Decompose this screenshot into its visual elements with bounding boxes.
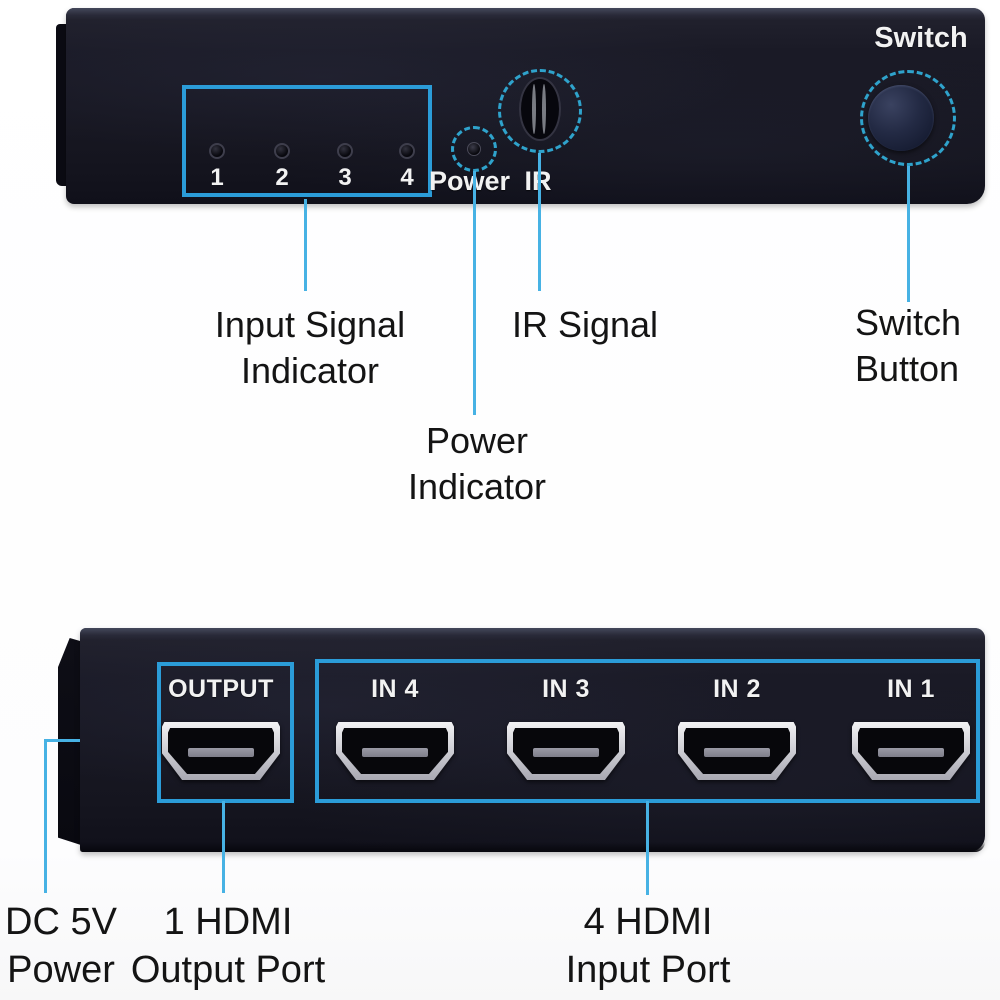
hdmi-port-in2 [678, 722, 796, 780]
hdmi-slot [704, 748, 770, 758]
power-led-dashed-ring [451, 126, 497, 172]
hdmi-port-in4 [336, 722, 454, 780]
in2-port-caption: IN 2 [713, 675, 761, 703]
label-input-ports: 4 HDMI Input Port [543, 898, 753, 994]
input-led-2 [274, 143, 290, 159]
output-port-highlight-box [157, 662, 294, 803]
label-line: Output Port [130, 949, 326, 991]
in1-port-caption: IN 1 [887, 675, 935, 703]
hdmi-slot [533, 748, 599, 758]
led-number-1: 1 [210, 164, 224, 191]
switch-panel-label: Switch [874, 22, 968, 54]
callout-line-power-indicator [473, 171, 476, 415]
label-line: Button [855, 348, 960, 389]
rear-panel-bottom-edge [80, 842, 985, 852]
in4-port-caption: IN 4 [371, 675, 419, 703]
in3-port-caption: IN 3 [542, 675, 590, 703]
input-led-4 [399, 143, 415, 159]
hdmi-bezel [852, 722, 970, 780]
input-led-3 [337, 143, 353, 159]
power-panel-label: Power [429, 166, 511, 196]
rear-panel-side-face [58, 638, 84, 846]
switch-button [868, 85, 934, 151]
ir-dashed-ring [498, 69, 582, 153]
callout-line-dc-power-horizontal [45, 739, 80, 742]
label-power-indicator: Power Indicator [377, 418, 577, 510]
label-switch-button: Switch Button [855, 300, 1000, 392]
label-line: Input Signal [214, 304, 406, 345]
label-line: Power [425, 420, 529, 461]
led-number-4: 4 [400, 164, 414, 191]
hdmi-cavity [858, 728, 964, 774]
label-input-signal-indicator: Input Signal Indicator [160, 302, 460, 394]
input-leds-highlight-box [182, 85, 432, 197]
label-line: Power [7, 949, 115, 991]
hdmi-cavity [342, 728, 448, 774]
hdmi-bezel [678, 722, 796, 780]
hdmi-bezel [507, 722, 625, 780]
label-dc-power: DC 5V Power [0, 898, 122, 994]
hdmi-cavity [513, 728, 619, 774]
label-line: 1 HDMI [163, 901, 293, 943]
callout-line-input-ports [646, 801, 649, 895]
hdmi-slot [878, 748, 944, 758]
output-port-caption: OUTPUT [168, 675, 274, 703]
hdmi-port-output [162, 722, 280, 780]
hdmi-port-in1 [852, 722, 970, 780]
ir-receiver-icon [519, 77, 561, 141]
label-line: DC 5V [5, 901, 117, 943]
hdmi-bezel [162, 722, 280, 780]
power-led [467, 142, 481, 156]
label-line: Indicator [407, 466, 547, 507]
hdmi-bezel [336, 722, 454, 780]
label-line: Indicator [240, 350, 380, 391]
callout-line-output-port [222, 801, 225, 893]
label-ir-signal: IR Signal [485, 302, 685, 348]
label-output-port: 1 HDMI Output Port [118, 898, 338, 994]
label-line: IR Signal [511, 304, 659, 345]
hdmi-port-in3 [507, 722, 625, 780]
led-number-3: 3 [338, 164, 352, 191]
hdmi-cavity [168, 728, 274, 774]
front-panel-top-edge [66, 8, 985, 20]
label-line: Switch [855, 302, 962, 343]
switch-button-dashed-ring [860, 70, 956, 166]
hdmi-cavity [684, 728, 790, 774]
label-line: 4 HDMI [583, 901, 713, 943]
hdmi-slot [362, 748, 428, 758]
hdmi-slot [188, 748, 254, 758]
ir-window-highlight [542, 83, 547, 135]
callout-line-switch-button [907, 166, 910, 302]
input-led-1 [209, 143, 225, 159]
label-line: Input Port [565, 949, 731, 991]
callout-line-input-indicator [304, 199, 307, 291]
rear-panel-top-edge [80, 628, 985, 640]
callout-line-dc-power [44, 739, 47, 893]
callout-line-ir-signal [538, 153, 541, 291]
led-number-2: 2 [275, 164, 289, 191]
ir-window-highlight [531, 83, 536, 135]
